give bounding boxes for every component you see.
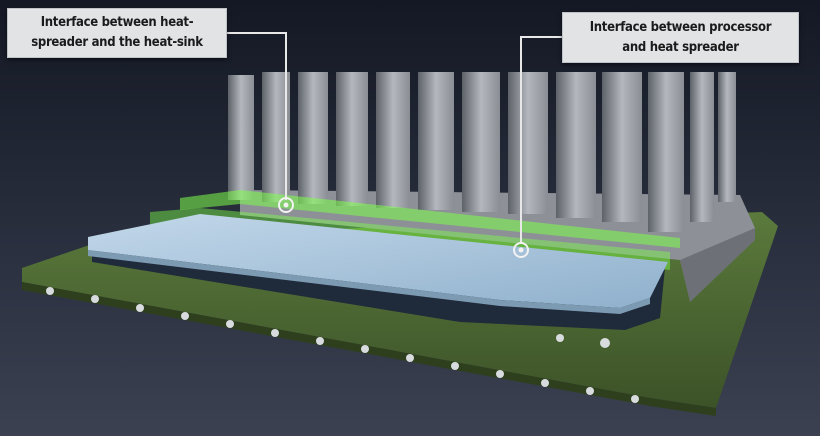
heat-spreader-edge [88, 250, 650, 314]
heatsink-fins [228, 72, 736, 232]
processor-interface-leader-line [520, 36, 562, 244]
solder-balls [46, 287, 639, 403]
heatsink-interface-label: Interface between heat- spreader and the… [7, 8, 227, 58]
heatsink-base-side [680, 228, 755, 302]
processor-interface-label-line1: Interface between processor [589, 19, 772, 35]
heatsink-thermal-interface-glow [180, 190, 680, 248]
heatsink-interface-label-line1: Interface between heat- [40, 15, 194, 30]
heatsink-interface-leader-line [225, 32, 287, 200]
heat-spreader [88, 214, 668, 308]
processor-interface-label: Interface between processor and heat spr… [562, 12, 799, 63]
processor-interface-label-line2: and heat spreader [622, 39, 739, 55]
heatsink-interface-label-line2: spreader and the heat-sink [31, 35, 203, 50]
processor-interface-marker [513, 242, 529, 258]
heatsink-interface-marker [278, 197, 294, 213]
